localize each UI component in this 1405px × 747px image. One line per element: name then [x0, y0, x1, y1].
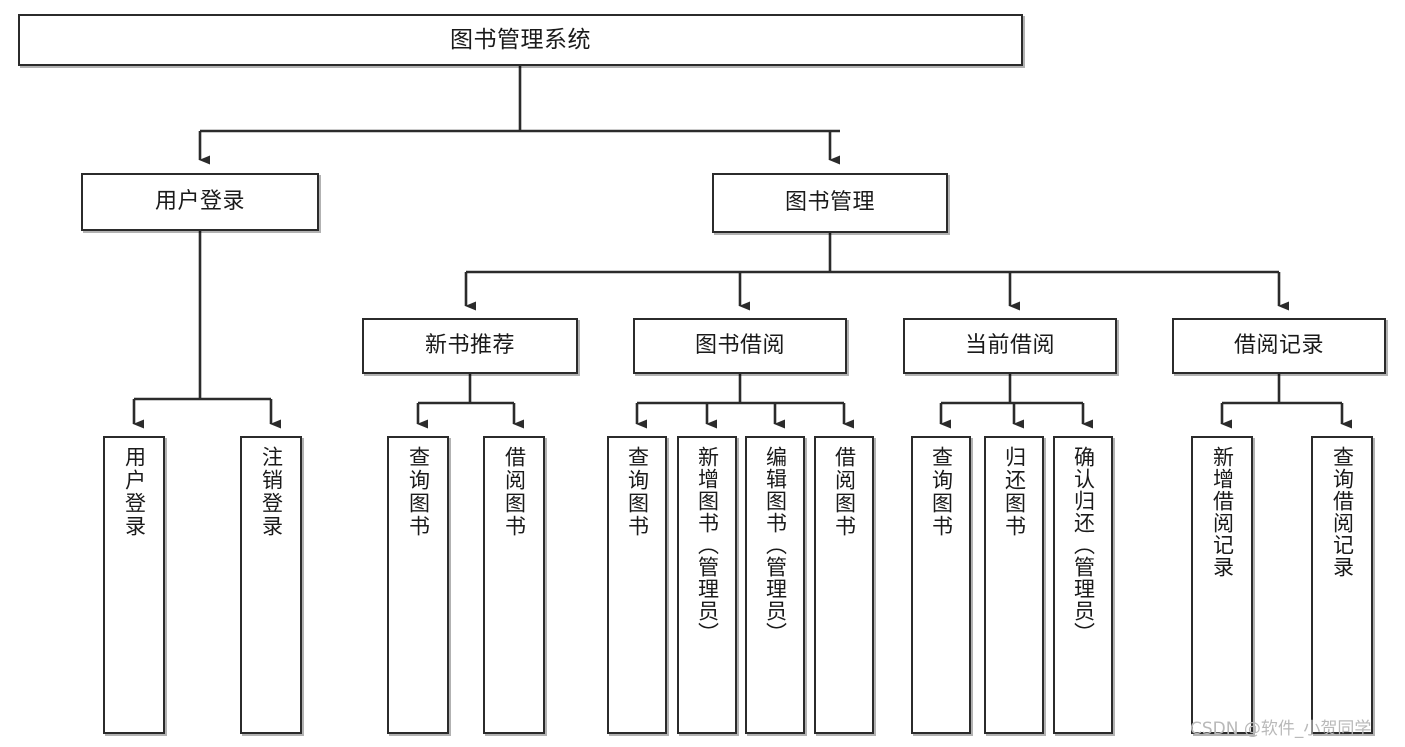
node-label: 借阅记录 — [1233, 333, 1324, 359]
watermark-text: CSDN @软件_小贺同学 — [1190, 719, 1372, 739]
node-label: 归还图书 — [1002, 446, 1027, 538]
node-label: 查询图书 — [929, 446, 954, 538]
node-root-system[interactable]: 图书管理系统 — [18, 14, 1023, 66]
node-label: 确认归还（管理员） — [1071, 446, 1096, 644]
node-label: 当前借阅 — [964, 333, 1055, 359]
node-label: 用户登录 — [122, 446, 147, 538]
node-label: 查询图书 — [625, 446, 650, 538]
leaf-query-book-borrowing[interactable]: 查询图书 — [607, 436, 667, 734]
node-label: 查询图书 — [406, 446, 431, 538]
leaf-confirm-return-admin[interactable]: 确认归还（管理员） — [1053, 436, 1113, 734]
leaf-borrow-book-recommendation[interactable]: 借阅图书 — [483, 436, 545, 734]
leaf-query-borrowing-record[interactable]: 查询借阅记录 — [1311, 436, 1373, 734]
node-book-borrowing[interactable]: 图书借阅 — [633, 318, 847, 374]
node-label: 新增图书（管理员） — [695, 446, 720, 644]
node-label: 借阅图书 — [502, 446, 527, 538]
node-label: 用户登录 — [154, 189, 245, 215]
leaf-query-book-current[interactable]: 查询图书 — [911, 436, 971, 734]
leaf-add-borrowing-record[interactable]: 新增借阅记录 — [1191, 436, 1253, 734]
node-new-book-recommendation[interactable]: 新书推荐 — [362, 318, 578, 374]
leaf-edit-book-admin[interactable]: 编辑图书（管理员） — [745, 436, 805, 734]
node-label: 编辑图书（管理员） — [763, 446, 788, 644]
node-label: 图书管理系统 — [450, 26, 591, 53]
node-book-management[interactable]: 图书管理 — [712, 173, 948, 233]
node-label: 新书推荐 — [424, 333, 515, 359]
leaf-return-book[interactable]: 归还图书 — [984, 436, 1044, 734]
leaf-query-book-recommendation[interactable]: 查询图书 — [387, 436, 449, 734]
node-current-borrowing[interactable]: 当前借阅 — [903, 318, 1117, 374]
node-label: 注销登录 — [259, 446, 284, 538]
leaf-user-login[interactable]: 用户登录 — [103, 436, 165, 734]
node-user-login[interactable]: 用户登录 — [81, 173, 319, 231]
leaf-add-book-admin[interactable]: 新增图书（管理员） — [677, 436, 737, 734]
node-label: 借阅图书 — [832, 446, 857, 538]
node-borrowing-record[interactable]: 借阅记录 — [1172, 318, 1386, 374]
node-label: 图书管理 — [784, 190, 875, 216]
leaf-borrow-book-borrowing[interactable]: 借阅图书 — [814, 436, 874, 734]
node-label: 图书借阅 — [694, 333, 785, 359]
leaf-user-logout[interactable]: 注销登录 — [240, 436, 302, 734]
node-label: 新增借阅记录 — [1210, 446, 1235, 578]
node-label: 查询借阅记录 — [1330, 446, 1355, 578]
